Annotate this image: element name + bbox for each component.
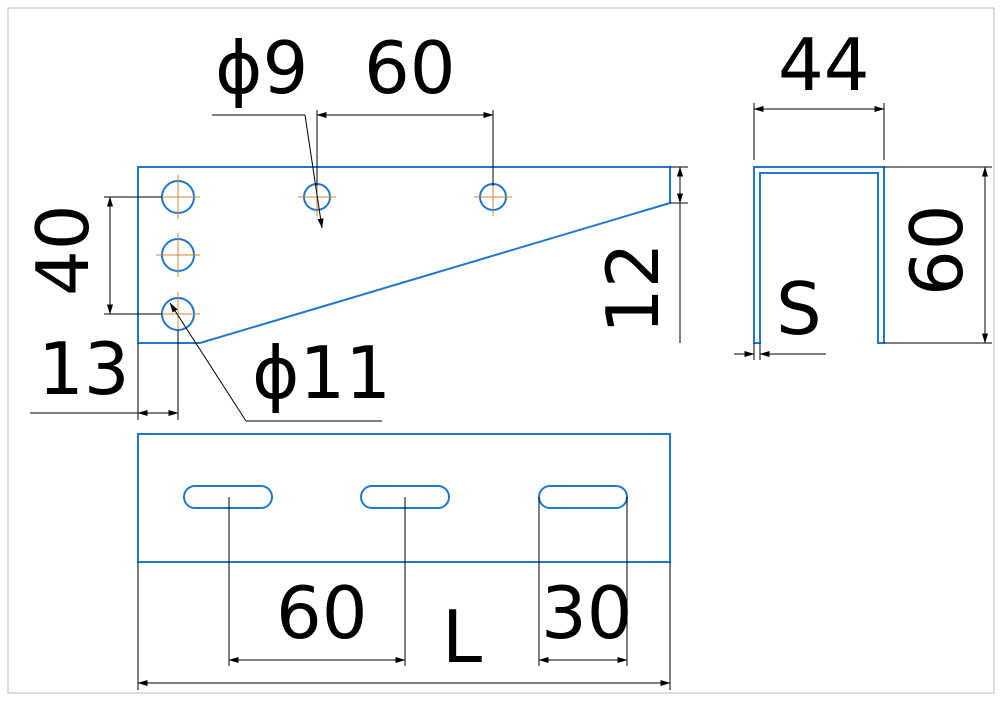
label-hole-spacing-top: 60 [364, 26, 456, 110]
channel-outer [753, 166, 885, 344]
drawing-frame [7, 7, 995, 694]
dim-edge-offset: 13 [30, 327, 179, 420]
dim-taper-height: 12 [591, 166, 688, 343]
dim-slot-spacing: 60 [228, 497, 406, 666]
label-phi11: ϕ11 [252, 331, 391, 415]
dim-vertical-spacing: 40 [21, 196, 162, 315]
dim-channel-width: 44 [753, 23, 885, 160]
hole-large-1 [156, 175, 200, 219]
dim-channel-height: 60 [884, 166, 992, 344]
label-edge-offset: 13 [38, 327, 130, 411]
label-thickness: S [776, 267, 822, 351]
plate-outline [137, 433, 671, 563]
slot-3 [538, 485, 628, 509]
label-channel-width: 44 [778, 23, 870, 107]
dim-length: L [137, 562, 671, 690]
label-slot-length: 30 [541, 571, 633, 655]
label-channel-height: 60 [895, 204, 979, 296]
label-length: L [442, 595, 482, 679]
hole-large-2 [156, 233, 200, 277]
dim-thickness: S [734, 267, 826, 360]
label-taper-height: 12 [591, 242, 675, 334]
label-phi9: ϕ9 [215, 26, 308, 110]
label-vertical-spacing: 40 [21, 204, 105, 296]
side-view: ϕ9 60 40 13 ϕ11 [21, 26, 688, 422]
dim-phi11: ϕ11 [169, 302, 391, 422]
hole-large-3 [156, 292, 200, 336]
label-slot-spacing: 60 [276, 571, 368, 655]
slot-1 [183, 485, 273, 509]
bottom-view: 60 30 L [137, 433, 671, 690]
dim-hole-spacing-top: 60 [316, 26, 494, 186]
dim-phi9: ϕ9 [212, 26, 324, 229]
end-view: 44 60 S [734, 23, 992, 360]
dim-slot-length: 30 [538, 497, 633, 666]
